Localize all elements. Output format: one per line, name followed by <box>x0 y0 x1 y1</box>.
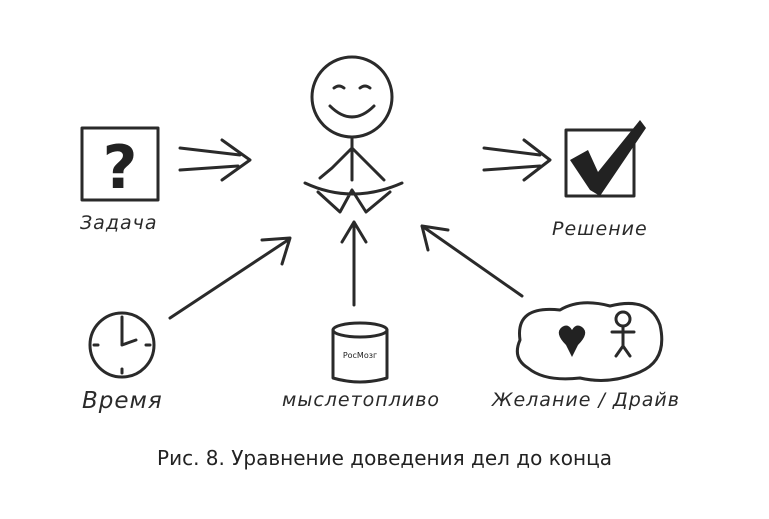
svg-text:РосМозг: РосМозг <box>343 351 377 360</box>
clock-icon <box>88 311 156 379</box>
arrow-fuel-to-person <box>340 220 368 307</box>
desire-label: Желание / Драйв <box>492 389 680 411</box>
checkmark-box-icon <box>564 120 646 198</box>
arrow-person-to-solution <box>482 138 552 182</box>
figure-caption: Рис. 8. Уравнение доведения дел до конца <box>157 446 612 470</box>
fuel-jar-icon: РосМозг <box>331 321 389 384</box>
desire-cloud-icon <box>515 301 664 382</box>
fuel-label: мыслетопливо <box>282 389 441 411</box>
heart-icon <box>558 325 586 357</box>
arrow-time-to-person <box>168 236 292 320</box>
task-label: Задача <box>80 212 158 234</box>
solution-label: Решение <box>552 218 648 240</box>
question-box-icon: ? <box>80 126 160 203</box>
arrow-task-to-person <box>178 138 252 182</box>
meditating-person-icon <box>303 55 404 214</box>
arrow-desire-to-person <box>420 224 524 298</box>
time-label: Время <box>82 388 163 414</box>
svg-text:?: ? <box>103 133 138 203</box>
